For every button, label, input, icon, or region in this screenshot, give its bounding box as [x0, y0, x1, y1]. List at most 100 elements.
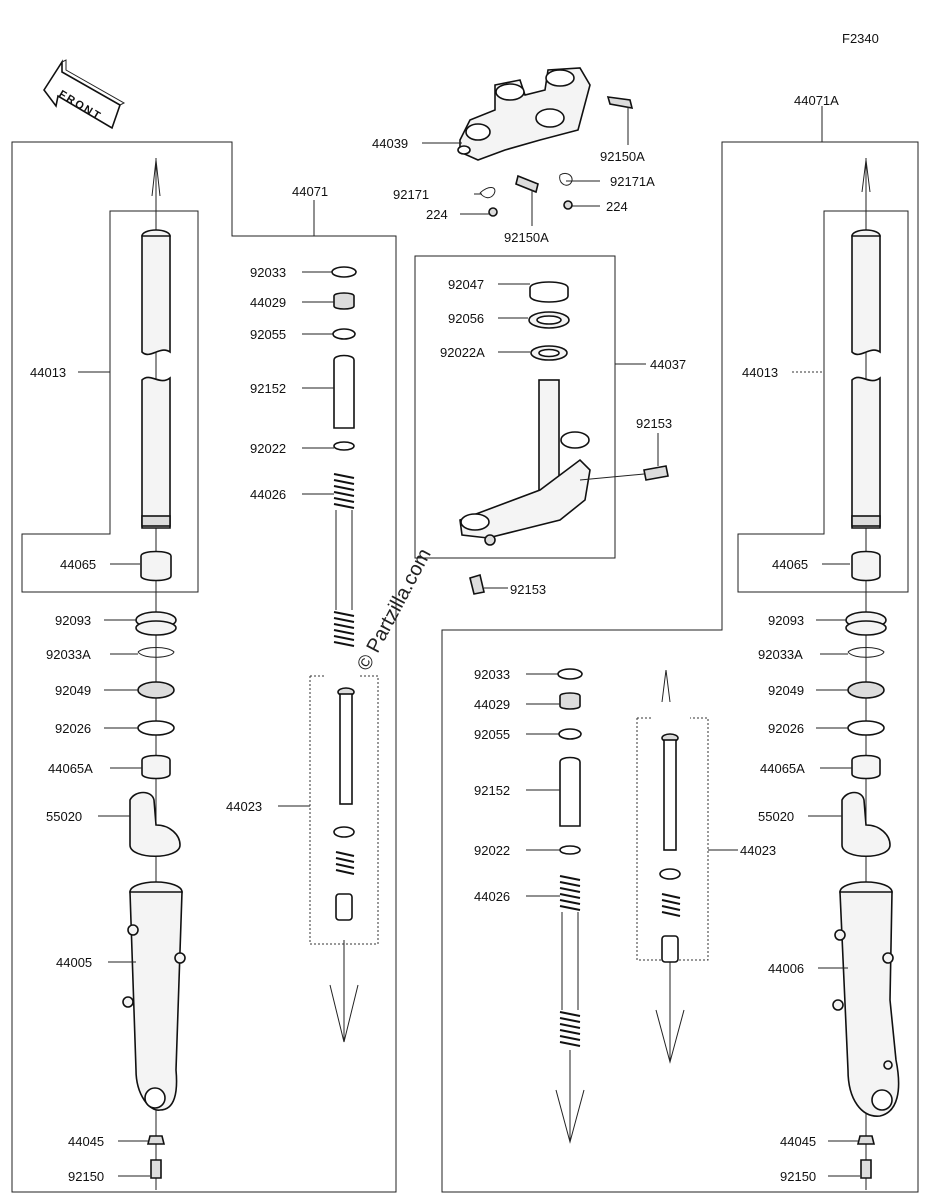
label-c1-44023: 44023: [226, 799, 262, 814]
leader-lines: [78, 106, 860, 1177]
right-washer-44045: [856, 1135, 876, 1145]
label-c1-92022: 92022: [250, 441, 286, 456]
label-left-92026: 92026: [55, 721, 91, 736]
c1-washer-92022: [333, 441, 355, 451]
bolt-224-left: [488, 207, 498, 217]
label-92022A: 92022A: [440, 345, 485, 360]
label-right-92033A: 92033A: [758, 647, 803, 662]
right-oil-seal: [847, 681, 885, 699]
c1-oring-92033: [331, 266, 357, 278]
part-labels: 44071 44071A 44039 92150A 92171 92171A 2…: [30, 93, 839, 1184]
label-left-92033A: 92033A: [46, 647, 91, 662]
left-washer-92026: [137, 720, 175, 736]
clamp-92171: [479, 187, 496, 199]
label-left-44065A: 44065A: [48, 761, 93, 776]
label-c1-92033: 92033: [250, 265, 286, 280]
front-arrow-icon: FRONT: [43, 59, 126, 130]
label-left-92150: 92150: [68, 1169, 104, 1184]
c2-cap-44029: [559, 692, 581, 710]
c2-spring-44026: [559, 875, 581, 1047]
right-bushing-44065A: [851, 754, 881, 780]
left-bushing-44065A: [141, 754, 171, 780]
c2-oring-92033: [557, 668, 583, 680]
label-right-44065: 44065: [772, 557, 808, 572]
label-92153-right: 92153: [636, 416, 672, 431]
label-c1-44029: 44029: [250, 295, 286, 310]
right-bushing-44065: [851, 550, 881, 582]
label-left-44045: 44045: [68, 1134, 104, 1149]
label-224-right: 224: [606, 199, 628, 214]
label-c2-92152: 92152: [474, 783, 510, 798]
label-92150A-top: 92150A: [600, 149, 645, 164]
label-92047: 92047: [448, 277, 484, 292]
label-44071A: 44071A: [794, 93, 839, 108]
c1-spring-44026: [333, 473, 355, 647]
c1-oring-92055: [332, 328, 356, 340]
label-c2-92033: 92033: [474, 667, 510, 682]
right-inner-tube: [851, 229, 881, 529]
label-44037: 44037: [650, 357, 686, 372]
upper-bracket-part: [457, 67, 591, 161]
label-left-44013: 44013: [30, 365, 66, 380]
left-stop-ring: [137, 647, 175, 658]
c1-cartridge-44023: [333, 687, 355, 921]
label-right-92049: 92049: [768, 683, 804, 698]
label-right-44013: 44013: [742, 365, 778, 380]
right-bolt-92150: [860, 1159, 872, 1179]
label-92150A-bottom: 92150A: [504, 230, 549, 245]
c2-oring-92055: [558, 728, 582, 740]
bolt-224-right: [563, 200, 573, 210]
watermark: © Partzilla.com: [353, 545, 436, 674]
label-left-44065: 44065: [60, 557, 96, 572]
left-bolt-92150: [150, 1159, 162, 1179]
label-left-55020: 55020: [46, 809, 82, 824]
left-oil-seal: [137, 681, 175, 699]
label-c1-92152: 92152: [250, 381, 286, 396]
left-inner-tube: [141, 229, 171, 529]
label-c2-44026: 44026: [474, 889, 510, 904]
label-44071: 44071: [292, 184, 328, 199]
left-bushing-44065: [140, 550, 172, 582]
label-44039: 44039: [372, 136, 408, 151]
label-right-44065A: 44065A: [760, 761, 805, 776]
left-guard-55020: [129, 791, 181, 857]
label-left-92093: 92093: [55, 613, 91, 628]
bolt-92153-right: [643, 465, 669, 481]
label-92171: 92171: [393, 187, 429, 202]
right-stop-ring: [847, 647, 885, 658]
label-c1-44026: 44026: [250, 487, 286, 502]
label-left-44005: 44005: [56, 955, 92, 970]
label-right-92026: 92026: [768, 721, 804, 736]
label-right-92093: 92093: [768, 613, 804, 628]
bolt-92153-bottom: [469, 573, 485, 595]
left-washer-44045: [146, 1135, 166, 1145]
left-dust-seal: [135, 611, 177, 636]
label-right-44045: 44045: [780, 1134, 816, 1149]
c2-collar-92152: [559, 756, 581, 827]
label-c2-92022: 92022: [474, 843, 510, 858]
bolt-92150A-top: [606, 96, 634, 110]
c1-cap-44029: [333, 292, 355, 310]
c2-washer-92022: [559, 845, 581, 855]
label-92171A: 92171A: [610, 174, 655, 189]
label-c2-44023: 44023: [740, 843, 776, 858]
label-left-92049: 92049: [55, 683, 91, 698]
clamp-92171A: [559, 172, 573, 186]
right-outer-tube: [832, 881, 900, 1117]
bolt-92150A-mid: [515, 174, 539, 194]
label-right-55020: 55020: [758, 809, 794, 824]
label-c1-92055: 92055: [250, 327, 286, 342]
label-224-left: 224: [426, 207, 448, 222]
label-right-44006: 44006: [768, 961, 804, 976]
c1-collar-92152: [333, 354, 355, 429]
label-92056: 92056: [448, 311, 484, 326]
diagram-code: F2340: [842, 31, 879, 46]
label-92153-bottom: 92153: [510, 582, 546, 597]
right-dust-seal: [845, 611, 887, 636]
c2-cartridge-44023: [659, 733, 681, 963]
label-c2-92055: 92055: [474, 727, 510, 742]
right-guard-55020: [841, 791, 891, 857]
right-washer-92026: [847, 720, 885, 736]
label-right-92150: 92150: [780, 1169, 816, 1184]
